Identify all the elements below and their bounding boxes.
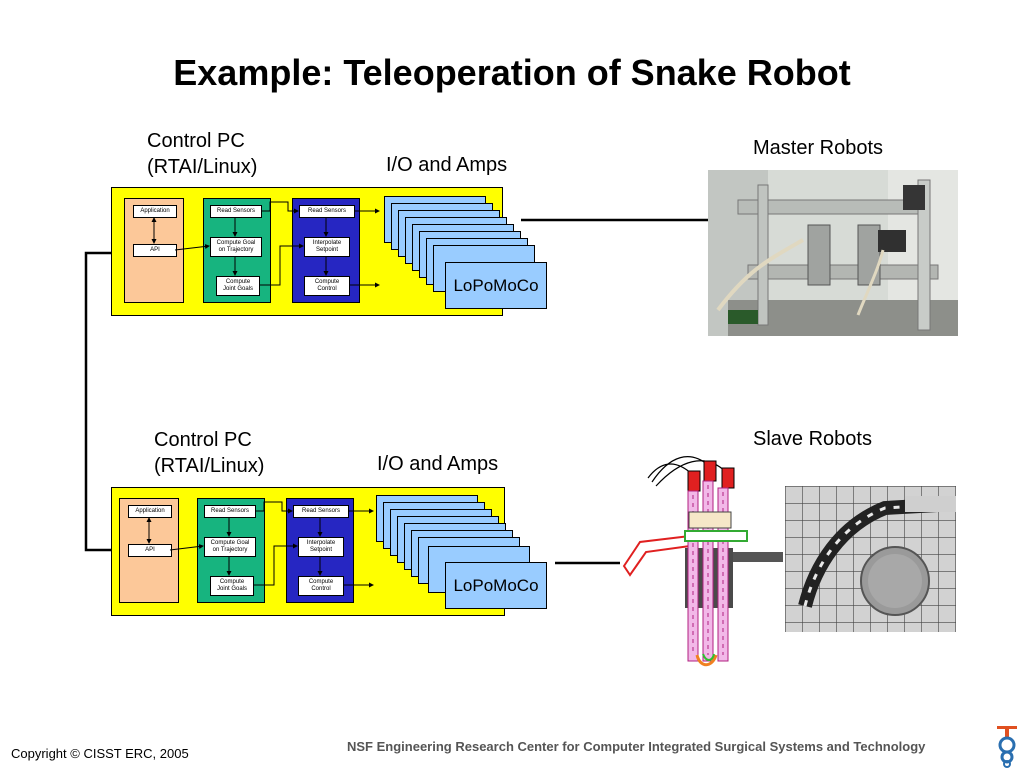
api-box: API: [133, 244, 177, 257]
interpolate-line1: Interpolate: [312, 240, 342, 246]
compute-control-line2: Control: [311, 586, 331, 592]
compute-joint-goals-box: Compute Joint Goals: [210, 576, 254, 596]
interpolate-line1: Interpolate: [306, 540, 336, 546]
slide-title: Example: Teleoperation of Snake Robot: [173, 52, 851, 93]
master-robots-photo: [708, 170, 958, 336]
compute-joint-line2: Joint Goals: [216, 586, 247, 592]
read-sensors-box: Read Sensors: [293, 505, 349, 518]
lopomoco-card-top: LoPoMoCo: [445, 262, 547, 309]
read-sensors-box: Read Sensors: [210, 205, 262, 218]
slave-robots-photo: [785, 486, 956, 632]
interpolate-setpoint-box: Interpolate Setpoint: [298, 537, 344, 557]
compute-goal-line1: Compute Goal: [216, 240, 256, 246]
interpolate-line2: Setpoint: [315, 247, 339, 253]
compute-goal-line2: on Trajectory: [212, 547, 248, 553]
control-pc-caption-top: Control PC (RTAI/Linux): [147, 128, 257, 180]
control-pc-os-label: (RTAI/Linux): [154, 455, 265, 477]
copyright-text: Copyright © CISST ERC, 2005: [11, 746, 189, 761]
flow-arrows: [151, 201, 380, 288]
compute-joint-line1: Compute: [225, 279, 251, 285]
compute-goal-box: Compute Goal on Trajectory: [210, 237, 262, 257]
control-pc-caption-bottom: Control PC (RTAI/Linux): [154, 427, 264, 479]
footer-text: NSF Engineering Research Center for Comp…: [347, 739, 926, 754]
read-sensors-box: Read Sensors: [299, 205, 355, 218]
control-pc-label: Control PC: [147, 130, 245, 152]
slave-robots-label: Slave Robots: [753, 428, 872, 450]
compute-goal-line2: on Trajectory: [218, 247, 254, 253]
compute-joint-line1: Compute: [219, 579, 245, 585]
compute-control-line1: Compute: [308, 579, 334, 585]
compute-goal-line1: Compute Goal: [210, 540, 250, 546]
control-pc-label: Control PC: [154, 429, 252, 451]
control-pc-os-label: (RTAI/Linux): [147, 156, 258, 178]
master-robots-label: Master Robots: [753, 137, 884, 159]
io-amps-label-bottom: I/O and Amps: [377, 453, 499, 475]
compute-goal-box: Compute Goal on Trajectory: [204, 537, 256, 557]
interpolate-setpoint-box: Interpolate Setpoint: [304, 237, 350, 257]
compute-control-line1: Compute: [314, 279, 340, 285]
interpolate-line2: Setpoint: [309, 547, 333, 553]
compute-control-box: Compute Control: [298, 576, 344, 596]
compute-joint-goals-box: Compute Joint Goals: [216, 276, 260, 296]
api-box: API: [128, 544, 172, 557]
cisst-logo-icon: [997, 726, 1017, 768]
slave-robot-illustration: [785, 486, 956, 632]
io-amps-label-top: I/O and Amps: [386, 154, 508, 176]
compute-control-line2: Control: [317, 286, 337, 292]
master-robot-illustration: [708, 170, 958, 336]
lopomoco-card-bottom: LoPoMoCo: [445, 562, 547, 609]
flow-arrows: [146, 501, 374, 588]
compute-control-box: Compute Control: [304, 276, 350, 296]
compute-joint-line2: Joint Goals: [222, 286, 253, 292]
